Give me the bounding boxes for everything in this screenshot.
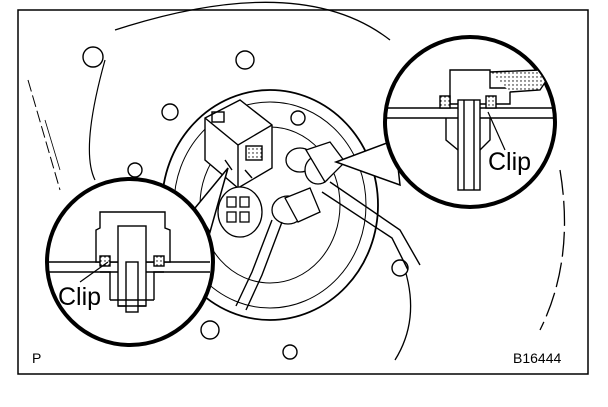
view-code-label: P [32,350,42,366]
tank-outline [27,1,566,361]
socket [217,186,263,238]
fuel-hoses [235,181,421,311]
clip-label-left: Clip [58,283,102,311]
clip-label-right: Clip [488,148,532,176]
right-detail-view [383,35,557,209]
hose-fittings [271,141,346,225]
callout-pointers [194,138,401,234]
left-detail-view [45,177,215,347]
figure-frame [17,9,589,375]
electrical-connector [204,99,273,189]
bolt-holes [82,46,409,360]
figure-id-label: B16444 [513,350,562,366]
